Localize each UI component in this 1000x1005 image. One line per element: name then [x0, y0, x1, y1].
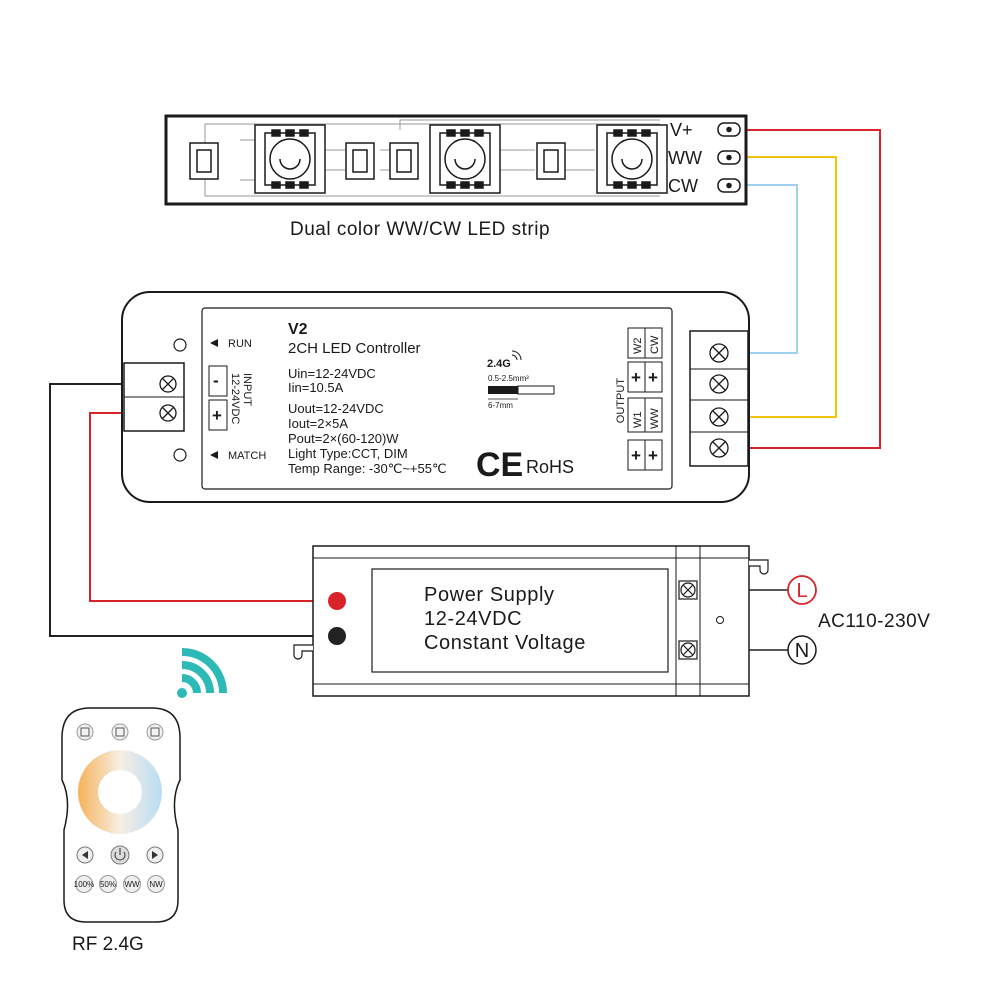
- spec-line: Iin=10.5A: [288, 380, 344, 395]
- output-channel-cw: CW: [649, 335, 661, 354]
- solder-pad: [717, 122, 741, 193]
- wire-ww: [732, 156, 837, 418]
- color-temperature-wheel[interactable]: [78, 750, 162, 834]
- power-button[interactable]: [110, 845, 130, 865]
- output-plus-sign: +: [631, 368, 641, 387]
- wire-v-plus: [732, 129, 881, 449]
- dc-positive-terminal: [328, 592, 346, 610]
- output-channel-boxes: [627, 327, 663, 471]
- neutral-label: N: [795, 640, 809, 662]
- screw-icon: [709, 343, 729, 458]
- output-plus-sign: +: [631, 446, 641, 465]
- power-supply: Power Supply 12-24VDC Constant Voltage L…: [293, 545, 817, 697]
- preset-button-ww[interactable]: WW: [123, 875, 141, 893]
- live-label: L: [796, 580, 807, 602]
- input-plus-sign: +: [212, 406, 222, 425]
- run-label: RUN: [228, 338, 252, 350]
- input-voltage: 12-24VDC: [229, 373, 241, 424]
- zone-button[interactable]: [76, 723, 94, 741]
- input-label: INPUT: [241, 373, 253, 406]
- wire-cw: [732, 184, 798, 354]
- power-supply-mode: Constant Voltage: [424, 632, 586, 654]
- preset-button-nw[interactable]: NW: [147, 875, 165, 893]
- spec-line: Light Type:CCT, DIM: [288, 446, 408, 461]
- power-supply-voltage: 12-24VDC: [424, 608, 522, 630]
- led-strip-label: Dual color WW/CW LED strip: [290, 219, 550, 240]
- led-chip: [254, 124, 326, 194]
- svg-text:100%: 100%: [74, 880, 94, 889]
- match-label: MATCH: [228, 450, 266, 462]
- screw-icon: [159, 375, 177, 422]
- neutral-marker: [787, 635, 817, 665]
- led-chip: [596, 124, 668, 194]
- zone-button[interactable]: [111, 723, 129, 741]
- input-minus-sign: -: [213, 371, 219, 390]
- ce-mark: CE: [476, 446, 523, 484]
- live-marker: [787, 575, 817, 605]
- power-supply-label-panel: [371, 568, 669, 673]
- controller-label-panel: [201, 307, 673, 490]
- output-channel-w2: W2: [632, 338, 644, 355]
- terminal-label-cw: CW: [668, 176, 698, 196]
- power-supply-title: Power Supply: [424, 584, 555, 606]
- ac-input-label: AC110-230V: [818, 611, 930, 632]
- output-plus-sign: +: [648, 368, 658, 387]
- svg-text:NW: NW: [149, 880, 163, 889]
- screw-icon: [678, 580, 698, 660]
- wire-input-minus: [49, 383, 337, 637]
- input-plus-box: [208, 399, 228, 431]
- right-arrow-button[interactable]: [146, 846, 164, 864]
- spec-line: Temp Range: -30℃~+55℃: [288, 461, 447, 476]
- output-label: OUTPUT: [615, 378, 627, 424]
- rohs-mark: RoHS: [526, 457, 574, 477]
- spec-line: Uin=12-24VDC: [288, 366, 376, 381]
- svg-text:50%: 50%: [100, 880, 116, 889]
- svg-text:WW: WW: [124, 880, 140, 889]
- output-plus-sign: +: [648, 446, 658, 465]
- preset-button-100[interactable]: 100%: [74, 875, 94, 893]
- wire-strip-icon: [488, 385, 555, 400]
- output-channel-ww: WW: [649, 408, 661, 429]
- left-arrow-button[interactable]: [76, 846, 94, 864]
- strip-length: 6-7mm: [488, 401, 513, 410]
- spec-line: Uout=12-24VDC: [288, 401, 384, 416]
- terminal-label-v-plus: V+: [670, 120, 693, 140]
- led-strip: V+ WW CW: [164, 114, 748, 206]
- output-channel-w1: W1: [632, 412, 644, 429]
- rf-band-label: 2.4G: [487, 358, 511, 370]
- spec-line: Pout=2×(60-120)W: [288, 431, 399, 446]
- mounting-tab: [749, 559, 769, 575]
- resistor: [189, 142, 566, 180]
- controller-name: 2CH LED Controller: [288, 340, 421, 357]
- signal-icon: [511, 350, 522, 361]
- run-led: [173, 338, 187, 352]
- run-arrow-icon: [210, 339, 218, 347]
- dc-negative-terminal: [328, 627, 346, 645]
- match-arrow-icon: [210, 451, 218, 459]
- wireless-signal-icon: [177, 648, 227, 698]
- input-minus-box: [208, 365, 228, 397]
- preset-button-50[interactable]: 50%: [99, 875, 117, 893]
- controller: RUN MATCH - + INPUT 12-24VDC V2 2CH LED …: [121, 291, 750, 503]
- controller-model: V2: [288, 321, 308, 338]
- zone-button[interactable]: [146, 723, 164, 741]
- led-chip: [429, 124, 501, 194]
- match-button: [173, 448, 187, 462]
- mounting-tab: [293, 644, 313, 660]
- wire-gauge: 0.5-2.5mm²: [488, 374, 529, 383]
- spec-line: Iout=2×5A: [288, 416, 348, 431]
- terminal-label-ww: WW: [668, 148, 702, 168]
- rf-remote: 100% 50% WW NW: [61, 707, 181, 923]
- remote-label: RF 2.4G: [72, 934, 144, 955]
